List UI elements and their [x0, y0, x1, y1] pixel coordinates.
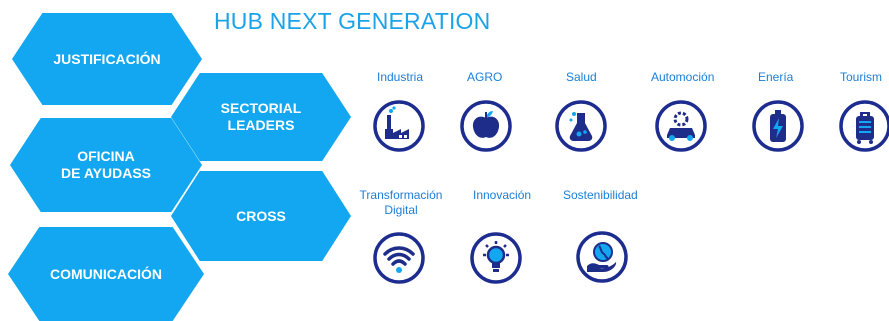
hexagon-comunicacion[interactable]: COMUNICACIÓN — [8, 227, 204, 321]
hexagon-justificacion-label: JUSTIFICACIÓN — [53, 50, 161, 67]
label-sostenibilidad: Sostenibilidad — [563, 188, 638, 202]
label-automocion: Automoción — [651, 70, 715, 84]
car-icon[interactable] — [654, 99, 708, 153]
label-innovacion: Innovación — [473, 188, 532, 202]
label-transformacion-digital: Transformación Digital — [359, 188, 443, 217]
globe-hand-icon[interactable] — [575, 230, 629, 284]
hexagon-oficina-label: OFICINA DE AYUDASS — [61, 148, 151, 181]
hexagon-justificacion[interactable]: JUSTIFICACIÓN — [12, 13, 202, 105]
page-title: HUB NEXT GENERATION — [214, 8, 491, 34]
factory-icon[interactable] — [372, 99, 426, 153]
label-industria: Industria — [377, 70, 424, 84]
battery-icon[interactable] — [751, 99, 805, 153]
hexagon-sectorial-leaders[interactable]: SECTORIAL LEADERS — [171, 73, 351, 161]
hexagon-cross[interactable]: CROSS — [171, 171, 351, 261]
hexagon-cross-label: CROSS — [236, 207, 286, 224]
label-tourism: Tourism — [840, 70, 883, 84]
hexagon-comunicacion-label: COMUNICACIÓN — [50, 265, 162, 282]
lightbulb-icon[interactable] — [469, 231, 523, 285]
label-eneria: Enería — [758, 70, 794, 84]
hexagon-sectorial-leaders-label: SECTORIAL LEADERS — [220, 100, 302, 133]
label-salud: Salud — [566, 70, 597, 84]
apple-icon[interactable] — [459, 99, 513, 153]
flask-icon[interactable] — [554, 99, 608, 153]
wifi-icon[interactable] — [372, 231, 426, 285]
hexagon-oficina[interactable]: OFICINA DE AYUDASS — [10, 118, 202, 212]
luggage-icon[interactable] — [838, 99, 889, 153]
label-agro: AGRO — [467, 70, 503, 84]
